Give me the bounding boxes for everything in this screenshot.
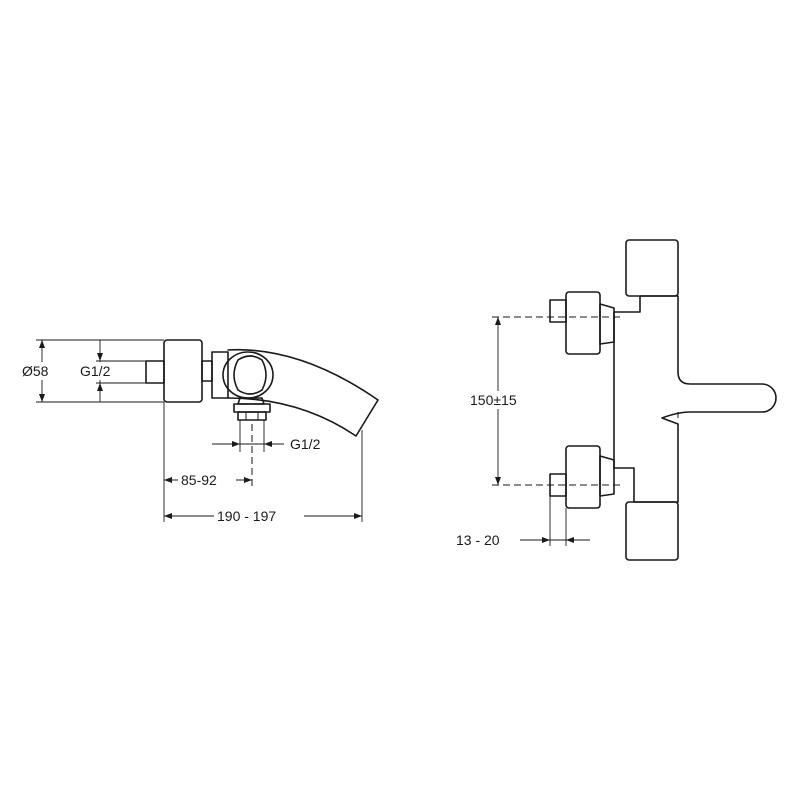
label-bg xyxy=(214,507,304,525)
lower-inlet-neck xyxy=(599,455,615,497)
bottom-cap xyxy=(625,501,679,561)
arrow-head xyxy=(164,513,172,519)
dim-axis-depth: 85-92 xyxy=(181,472,217,488)
arrow-head xyxy=(244,477,252,483)
dim-inlet-projection: 13 - 20 xyxy=(456,532,500,548)
body-with-spout xyxy=(613,295,777,503)
arrow-head xyxy=(264,441,272,447)
arrow-head xyxy=(164,477,172,483)
top-cap xyxy=(625,239,679,297)
dim-diameter: Ø58 xyxy=(22,363,49,379)
dim-outlet-thread: G1/2 xyxy=(290,436,321,452)
dim-total-depth: 190 - 197 xyxy=(217,508,276,524)
arrow-head xyxy=(39,394,45,402)
mounting-block xyxy=(163,339,203,403)
front-view: 150±15 13 - 20 xyxy=(456,239,777,561)
knob-inner xyxy=(233,355,267,395)
label-bg xyxy=(20,362,64,380)
label-bg xyxy=(178,471,236,489)
label-bg xyxy=(78,362,124,380)
outlet-thread xyxy=(237,411,267,421)
upper-inlet-stub xyxy=(549,299,567,323)
arrow-head xyxy=(39,340,45,348)
arrow-head xyxy=(566,537,574,543)
upper-inlet-nut xyxy=(565,291,601,355)
side-view: Ø58 G1/2 G1/2 85-92 190 - 197 xyxy=(20,339,379,525)
arrow-head xyxy=(97,383,103,391)
arrow-head xyxy=(97,353,103,361)
arrow-head xyxy=(354,513,362,519)
arrow-head xyxy=(495,317,501,325)
upper-inlet-neck xyxy=(599,303,615,345)
connector xyxy=(201,360,213,382)
outlet-nut xyxy=(233,403,271,413)
arrow-head xyxy=(495,477,501,485)
spout xyxy=(227,348,379,437)
body-collar xyxy=(211,351,229,399)
lower-inlet-nut xyxy=(565,445,601,509)
arrow-head xyxy=(542,537,550,543)
dim-inlet-thread: G1/2 xyxy=(80,363,111,379)
inlet-stub xyxy=(145,360,165,384)
label-bg xyxy=(468,391,530,409)
dim-centre-distance: 150±15 xyxy=(470,392,517,408)
arrow-head xyxy=(232,441,240,447)
